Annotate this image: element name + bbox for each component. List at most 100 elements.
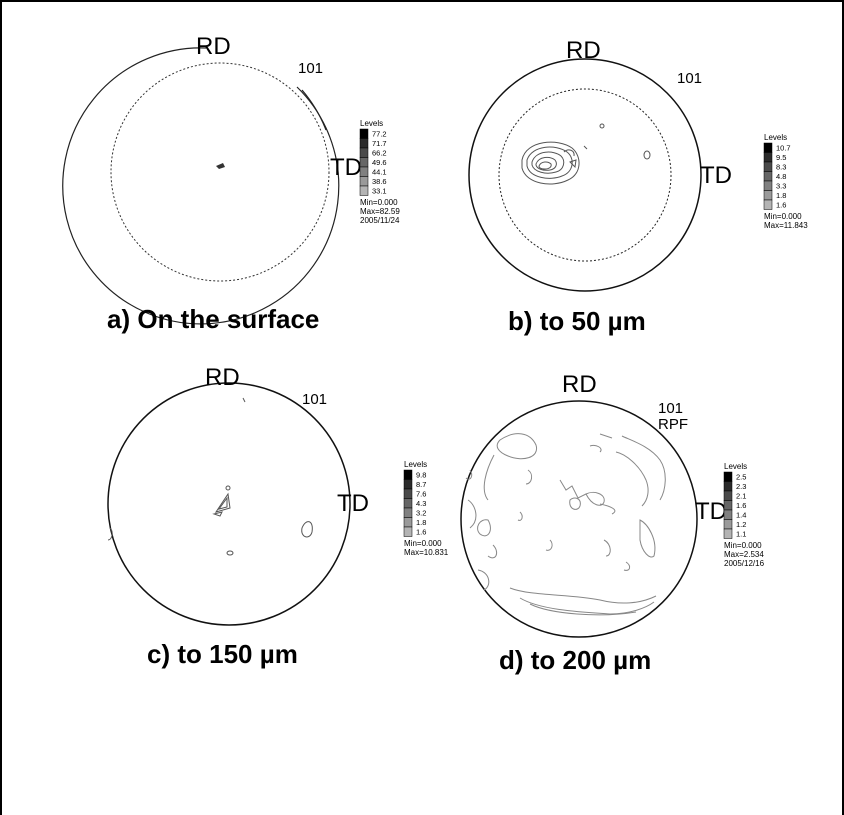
legend-level-value: 38.6 [372, 177, 387, 186]
legend-swatch [763, 152, 773, 163]
legend-swatch [403, 469, 413, 480]
legend-swatch [359, 157, 369, 168]
legend-level-value: 2.1 [736, 492, 746, 501]
pole-figure-circle [460, 400, 698, 638]
legend-level-value: 7.6 [416, 490, 426, 499]
legend-swatch [763, 142, 773, 153]
legend-level-value: 9.5 [776, 153, 786, 162]
contour-lines [107, 397, 313, 556]
pole-figure-circle [468, 58, 702, 292]
legend-swatch [723, 481, 733, 492]
legend-swatch [403, 488, 413, 499]
legend-level-value: 3.2 [416, 509, 426, 518]
legend-level-value: 1.1 [736, 530, 746, 539]
pole-figure-circle [107, 382, 351, 626]
legend-swatch [723, 471, 733, 482]
legend-swatch [403, 526, 413, 537]
rd-label: RD [196, 33, 231, 60]
legend-swatch [763, 199, 773, 210]
rd-label: RD [205, 364, 240, 391]
legend-swatch [723, 500, 733, 511]
td-label: TD [330, 154, 362, 181]
legend-level-value: 4.8 [776, 172, 786, 181]
legend-swatch [763, 190, 773, 201]
legend-title: Levels [724, 462, 747, 471]
legend-max: Max=11.843 [764, 221, 808, 230]
legend-swatch [359, 138, 369, 149]
legend-min: Min=0.000 [360, 198, 398, 207]
legend-swatch [403, 507, 413, 518]
legend-date: 2005/11/24 [360, 216, 400, 225]
legend-level-value: 44.1 [372, 168, 387, 177]
panel-a: RD 101 TD Levels 77.271.766.249.644.138.… [62, 33, 400, 334]
legend-level-value: 1.8 [416, 518, 426, 527]
legend-max: Max=10.831 [404, 548, 449, 557]
legend-swatch [763, 171, 773, 182]
contour-lines [465, 433, 666, 616]
legend-swatch [359, 128, 369, 139]
legend-level-value: 9.8 [416, 471, 426, 480]
td-label: TD [695, 498, 727, 525]
legend-level-value: 1.6 [776, 201, 786, 210]
rd-label: RD [566, 37, 601, 64]
legend-level-value: 10.7 [776, 144, 791, 153]
pole-label: 101 [658, 400, 683, 417]
contour-spot [216, 163, 225, 169]
legend-max: Max=2.534 [724, 550, 764, 559]
legend-levels: 2.52.32.11.61.41.21.1 [723, 471, 746, 539]
legend-title: Levels [404, 460, 427, 469]
legend: Levels 10.79.58.34.83.31.81.6 Min=0.000 … [763, 133, 808, 230]
dotted-circle [498, 88, 672, 262]
panel-caption: c) to 150 µm [147, 639, 298, 669]
legend-swatch [359, 166, 369, 177]
legend-level-value: 66.2 [372, 149, 387, 158]
pole-label: 101 [298, 60, 323, 77]
panel-caption: d) to 200 µm [499, 645, 651, 675]
pole-figure-circle-arc [301, 89, 327, 131]
legend-swatch [723, 528, 733, 539]
legend-swatch [723, 519, 733, 530]
legend-swatch [763, 161, 773, 172]
legend-swatch [403, 479, 413, 490]
legend: Levels 9.88.77.64.33.21.81.6 Min=0.000 M… [403, 460, 449, 557]
legend-level-value: 1.6 [416, 528, 426, 537]
legend-swatch [403, 517, 413, 528]
rd-label: RD [562, 371, 597, 398]
contour-lines [521, 123, 651, 185]
legend-swatch [763, 180, 773, 191]
legend-swatch [359, 147, 369, 158]
legend-level-value: 3.3 [776, 182, 786, 191]
pole-label: 101 [677, 70, 702, 87]
legend-min: Min=0.000 [404, 539, 442, 548]
legend-swatch [359, 185, 369, 196]
dotted-circle [110, 62, 330, 282]
legend-swatch [723, 509, 733, 520]
panel-c: RD 101 TD Levels 9.88.77.64.33.21.81.6 M… [107, 364, 449, 669]
legend-date: 2005/12/16 [724, 559, 765, 568]
legend-level-value: 49.6 [372, 158, 387, 167]
panel-caption: a) On the surface [107, 304, 319, 334]
legend-levels: 77.271.766.249.644.138.633.1 [359, 128, 387, 196]
panel-caption: b) to 50 µm [508, 306, 646, 336]
legend-title: Levels [764, 133, 787, 142]
legend-swatch [723, 490, 733, 501]
legend-levels: 10.79.58.34.83.31.81.6 [763, 142, 791, 210]
legend-max: Max=82.59 [360, 207, 400, 216]
legend-levels: 9.88.77.64.33.21.81.6 [403, 469, 426, 537]
legend-swatch [359, 176, 369, 187]
legend-min: Min=0.000 [724, 541, 762, 550]
legend-title: Levels [360, 119, 383, 128]
legend-swatch [403, 498, 413, 509]
legend-level-value: 4.3 [416, 499, 426, 508]
pole-label: 101 [302, 391, 327, 408]
legend: Levels 2.52.32.11.61.41.21.1 Min=0.000 M… [723, 462, 765, 568]
legend: Levels 77.271.766.249.644.138.633.1 Min=… [359, 119, 400, 225]
td-label: TD [700, 162, 732, 189]
legend-min: Min=0.000 [764, 212, 802, 221]
pole-figure-circle [62, 47, 340, 325]
td-label: TD [337, 490, 369, 517]
legend-level-value: 1.6 [736, 501, 746, 510]
legend-level-value: 71.7 [372, 139, 387, 148]
